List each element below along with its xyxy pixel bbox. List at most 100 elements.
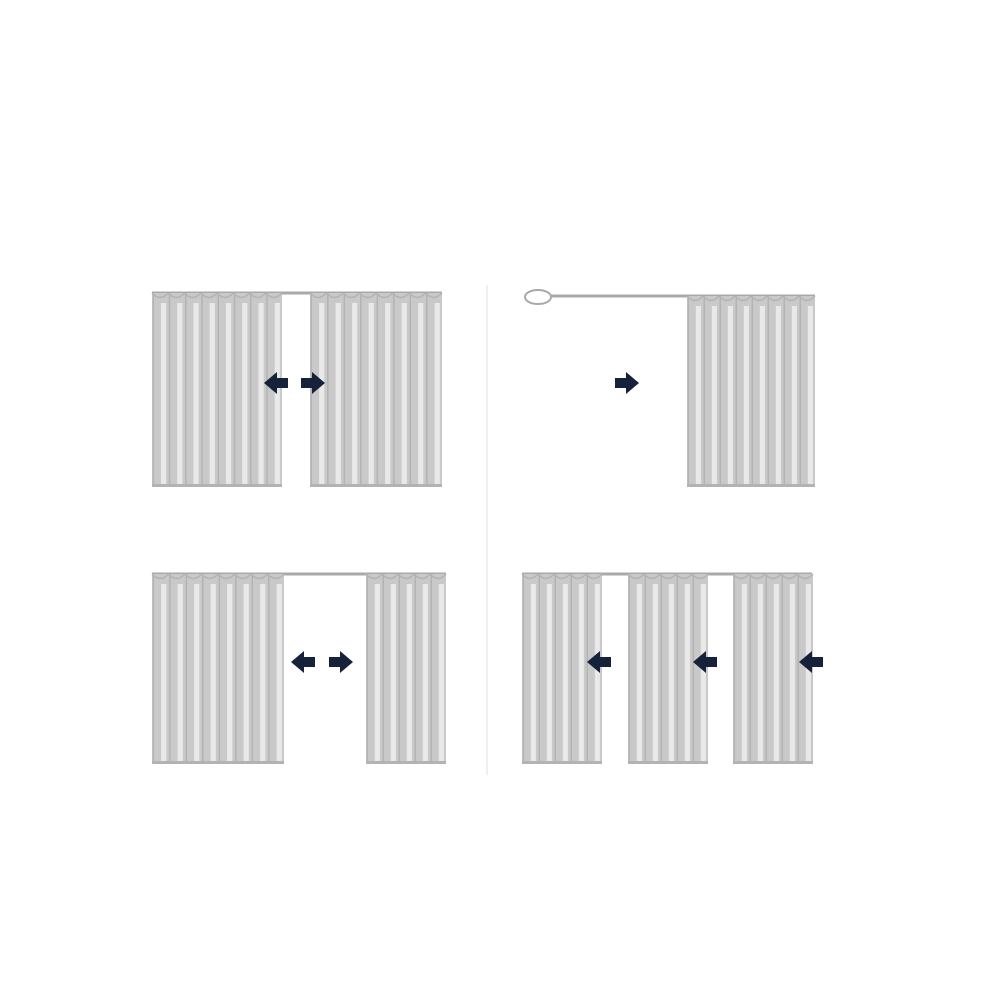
curtain-pleat-highlight — [227, 584, 233, 762]
curtain-pleat-highlight — [390, 584, 396, 762]
curtain-heading-scallop — [151, 292, 169, 299]
curtain-heading-scallop — [217, 573, 236, 580]
curtain-heading-scallop — [750, 295, 768, 302]
curtain-heading-scallop — [397, 573, 415, 580]
curtain-heading-scallop — [780, 573, 798, 580]
curtain-pleat-highlight — [594, 584, 600, 762]
curtain-heading-scallop — [167, 292, 186, 299]
curtain-pleat-highlight — [209, 303, 215, 485]
curtain-panel-2 — [627, 573, 709, 764]
curtain-panel-3 — [732, 573, 814, 764]
curtain-heading-scallop — [200, 292, 218, 299]
curtain-heading-scallop — [734, 295, 752, 302]
curtain-hem — [522, 761, 602, 764]
curtain-pleat-highlight — [418, 303, 424, 485]
curtain-heading-scallop — [718, 295, 736, 302]
curtain-pleat-highlight — [260, 584, 266, 762]
curtain-heading-scallop — [702, 295, 720, 302]
panel-center-open-wide — [151, 572, 447, 764]
curtain-right-stack — [365, 573, 447, 764]
curtain-pleat-highlight — [434, 303, 440, 485]
curtain-pleat-highlight — [438, 584, 444, 762]
curtain-heading-scallop — [391, 292, 410, 299]
curtain-pleat-highlight — [177, 584, 183, 762]
curtain-pleat-highlight — [805, 584, 811, 762]
curtain-heading-scallop — [796, 573, 814, 580]
curtain-pleat-highlight — [276, 584, 282, 762]
curtain-heading-scallop — [265, 292, 283, 299]
curtain-heading-scallop — [732, 573, 750, 580]
curtain-heading-scallop — [200, 573, 219, 580]
panel-three-panel-one-way — [521, 572, 823, 764]
curtain-heading-scallop — [266, 573, 285, 580]
curtain-pleat-highlight — [368, 303, 374, 485]
rail-end-icon — [524, 289, 552, 305]
curtain-pleat-highlight — [258, 303, 264, 485]
curtain-pleat-highlight — [193, 303, 199, 485]
curtain-left-stack — [151, 573, 285, 764]
curtain-pleat-highlight — [546, 584, 552, 762]
curtain-heading-scallop — [309, 292, 328, 299]
curtain-heading-scallop — [151, 573, 170, 580]
curtain-heading-scallop — [569, 573, 587, 580]
curtain-pleat-highlight — [700, 584, 706, 762]
arrow-left-icon — [264, 372, 288, 394]
curtain-hem — [310, 484, 442, 487]
curtain-pleat-highlight — [562, 584, 568, 762]
curtain-pleat-highlight — [243, 584, 249, 762]
curtain-heading-scallop — [232, 292, 251, 299]
curtain-pleat-highlight — [775, 306, 781, 485]
curtain-heading-scallop — [553, 573, 571, 580]
curtain-heading-scallop — [424, 292, 443, 299]
curtain-heading-scallop — [659, 573, 677, 580]
curtain-pleat-highlight — [741, 584, 747, 762]
curtain-heading-scallop — [675, 573, 693, 580]
curtain-hem — [152, 761, 284, 764]
curtain-heading-scallop — [167, 573, 186, 580]
curtain-pleat-highlight — [422, 584, 428, 762]
curtain-heading-scallop — [358, 292, 377, 299]
curtain-heading-scallop — [686, 295, 704, 302]
curtain-pleat-highlight — [374, 584, 380, 762]
curtain-pleat-highlight — [177, 303, 183, 485]
curtain-left-stack — [151, 292, 283, 487]
curtain-heading-scallop — [537, 573, 555, 580]
curtain-pleat-highlight — [695, 306, 701, 485]
diagram-layer — [151, 289, 823, 764]
curtain-pleat-highlight — [578, 584, 584, 762]
curtain-pleat-highlight — [757, 584, 763, 762]
curtain-pleat-highlight — [335, 303, 341, 485]
curtain-pleat-highlight — [352, 303, 358, 485]
curtain-heading-scallop — [250, 573, 269, 580]
curtain-heading-scallop — [375, 292, 394, 299]
curtain-pleat-highlight — [160, 303, 167, 485]
curtain-heading-scallop — [798, 295, 816, 302]
curtain-pleat-highlight — [743, 306, 749, 485]
curtain-right-stack — [686, 295, 816, 487]
curtain-hem — [687, 484, 815, 487]
curtain-heading-scallop — [627, 573, 645, 580]
curtain-pleat-highlight — [225, 303, 232, 485]
curtain-pleat-highlight — [684, 584, 690, 762]
curtain-hem — [628, 761, 708, 764]
curtain-pleat-highlight — [652, 584, 658, 762]
curtain-pleat-highlight — [636, 584, 642, 762]
arrow-right-icon — [615, 372, 639, 394]
curtain-pleat-highlight — [385, 303, 391, 485]
curtain-heading-scallop — [429, 573, 447, 580]
arrow-left-icon — [291, 651, 315, 673]
curtain-heading-scallop — [764, 573, 782, 580]
curtain-pleat-highlight — [242, 303, 248, 485]
curtain-heading-scallop — [643, 573, 661, 580]
curtain-heading-scallop — [184, 573, 203, 580]
curtain-hem — [733, 761, 813, 764]
curtain-heading-scallop — [248, 292, 267, 299]
curtain-pleat-highlight — [210, 584, 216, 762]
arrow-right-icon — [301, 372, 325, 394]
curtain-pleat-highlight — [319, 303, 325, 485]
arrow-left-icon — [587, 651, 611, 673]
curtain-heading-scallop — [748, 573, 766, 580]
curtain-right-stack — [309, 292, 443, 487]
